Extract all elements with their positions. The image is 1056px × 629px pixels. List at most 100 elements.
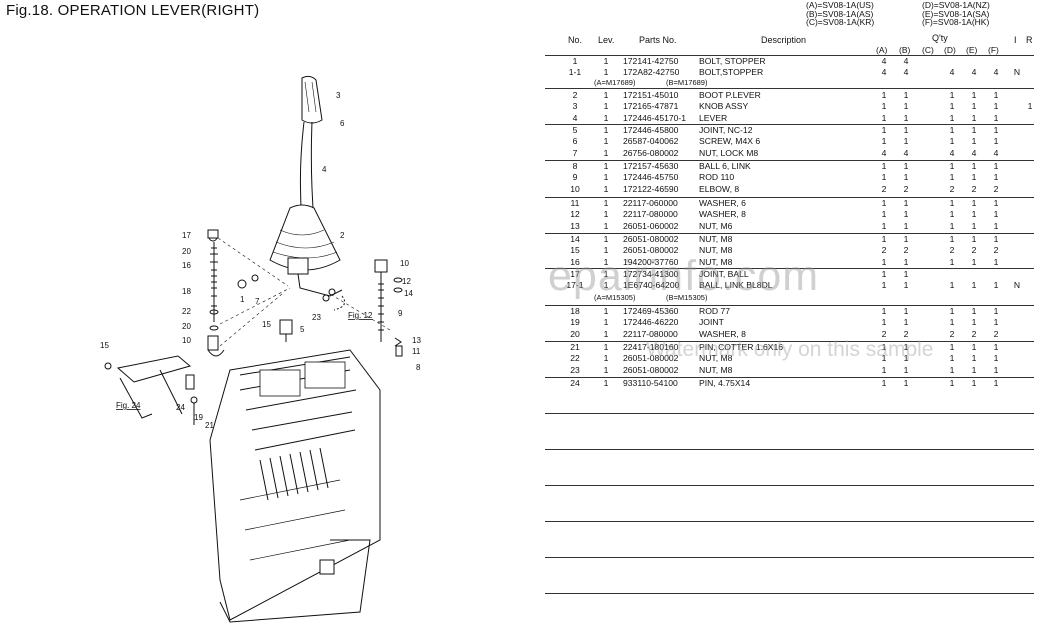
cell-d: 1	[949, 220, 955, 231]
cell-b: 2	[903, 245, 909, 255]
cell-e: 1	[971, 101, 977, 111]
cell-pn: 22117-080000	[623, 328, 678, 339]
cell-d: 1	[949, 364, 955, 375]
cell-d: 1	[949, 209, 955, 219]
cell-lev: 1	[603, 160, 609, 171]
model-e: (E)=SV08-1A(SA)	[922, 8, 990, 19]
callout-11: 11	[412, 347, 421, 356]
cell-a: 1	[881, 317, 887, 327]
cell-desc: BALL, LINK BL8DL	[699, 280, 773, 290]
cell-no: 17-1	[566, 280, 584, 290]
model-legend-right: (D)=SV08-1A(NZ) (E)=SV08-1A(SA) (F)=SV08…	[922, 1, 990, 27]
header-qty-f: (F)	[988, 45, 999, 55]
table-rule	[545, 305, 1034, 306]
cell-b: 1	[903, 112, 909, 123]
cell-a: 2	[881, 328, 887, 339]
cell-pn: 26051-080002	[623, 233, 679, 244]
cell-d: 1	[949, 197, 955, 208]
cell-no: 21	[570, 341, 580, 352]
cell-a: 1	[881, 377, 887, 388]
cell-no: 5	[572, 124, 578, 135]
cell-e: 1	[971, 124, 977, 135]
cell-lev: 1	[603, 172, 609, 182]
cell-f: 1	[993, 364, 999, 375]
cell-b: 1	[903, 89, 909, 100]
cell-a: 1	[881, 280, 887, 290]
cell-no: 3	[572, 101, 578, 111]
cell-desc: PIN, 4.75X14	[699, 377, 751, 388]
cell-no: 1	[572, 55, 578, 66]
cell-pn: 172734-41300	[623, 268, 679, 279]
cell-lev: 1	[603, 233, 609, 244]
serial-note-left: (A=M15305)	[594, 293, 636, 302]
cell-d: 4	[949, 66, 955, 77]
cell-pn: 1E6740-64200	[623, 280, 680, 290]
cell-desc: BOOT P.LEVER	[699, 89, 761, 100]
header-description: Description	[761, 35, 807, 45]
cell-a: 1	[881, 256, 887, 267]
cell-a: 1	[881, 89, 887, 100]
cell-a: 1	[881, 268, 887, 279]
serial-note-left: (A=M17689)	[594, 78, 636, 87]
cell-d: 2	[949, 245, 955, 255]
cell-b: 1	[903, 101, 909, 111]
cell-desc: WASHER, 6	[699, 197, 746, 208]
table-rule	[545, 233, 1034, 234]
cell-a: 4	[881, 66, 887, 77]
cell-desc: NUT, M8	[699, 256, 733, 267]
callout-10: 10	[182, 336, 191, 345]
cell-d: 1	[949, 256, 955, 267]
cell-lev: 1	[603, 183, 609, 194]
cell-no: 19	[570, 317, 580, 327]
callout-16: 16	[182, 261, 191, 270]
cell-i: N	[1013, 66, 1021, 77]
cell-desc: PIN, COTTER 1.6X16	[699, 341, 784, 352]
cell-f: 1	[993, 209, 999, 219]
watermark-sample: Watermark only on this sample	[646, 338, 934, 361]
cell-lev: 1	[603, 305, 609, 316]
header-qty: Q'ty	[932, 33, 948, 43]
cell-a: 1	[881, 364, 887, 375]
cell-e: 1	[971, 160, 977, 171]
cell-no: 15	[570, 245, 580, 255]
cell-a: 1	[881, 112, 887, 123]
cell-no: 1-1	[568, 66, 582, 77]
exploded-parts-diagram: 3 6 4 2 17 20 16 18 22 20 10 15 1 7 15 5…	[100, 75, 421, 623]
cell-a: 1	[881, 220, 887, 231]
table-rule	[545, 377, 1034, 378]
cell-d: 1	[949, 305, 955, 316]
cell-no: 16	[570, 256, 580, 267]
cell-e: 1	[971, 197, 977, 208]
cell-a: 1	[881, 101, 887, 111]
table-rule	[545, 197, 1034, 198]
cell-pn: 172141-42750	[623, 55, 679, 66]
cell-no: 6	[572, 136, 578, 146]
cell-pn: 172446-45800	[623, 124, 679, 135]
cell-a: 1	[881, 172, 887, 182]
cell-lev: 1	[603, 55, 609, 66]
cell-e: 2	[971, 328, 977, 339]
cell-d: 1	[949, 101, 955, 111]
table-rule	[545, 341, 1034, 342]
cell-lev: 1	[603, 220, 609, 231]
cell-desc: NUT, M8	[699, 233, 733, 244]
cell-f: 1	[993, 101, 999, 111]
cell-b: 2	[903, 183, 909, 194]
cell-b: 2	[903, 328, 909, 339]
cell-f: 1	[993, 89, 999, 100]
cell-e: 1	[971, 89, 977, 100]
table-rule	[545, 413, 1034, 414]
cell-pn: 26756-080002	[623, 147, 679, 158]
cell-d: 1	[949, 353, 955, 363]
cell-desc: BOLT,STOPPER	[699, 66, 764, 77]
cell-d: 1	[949, 136, 955, 146]
cell-f: 2	[993, 183, 999, 194]
cell-pn: 172165-47871	[623, 101, 679, 111]
cell-a: 1	[881, 197, 887, 208]
cell-lev: 1	[603, 136, 609, 146]
cell-e: 1	[971, 256, 977, 267]
cell-pn: 26051-080002	[623, 353, 679, 363]
cell-b: 1	[903, 377, 909, 388]
